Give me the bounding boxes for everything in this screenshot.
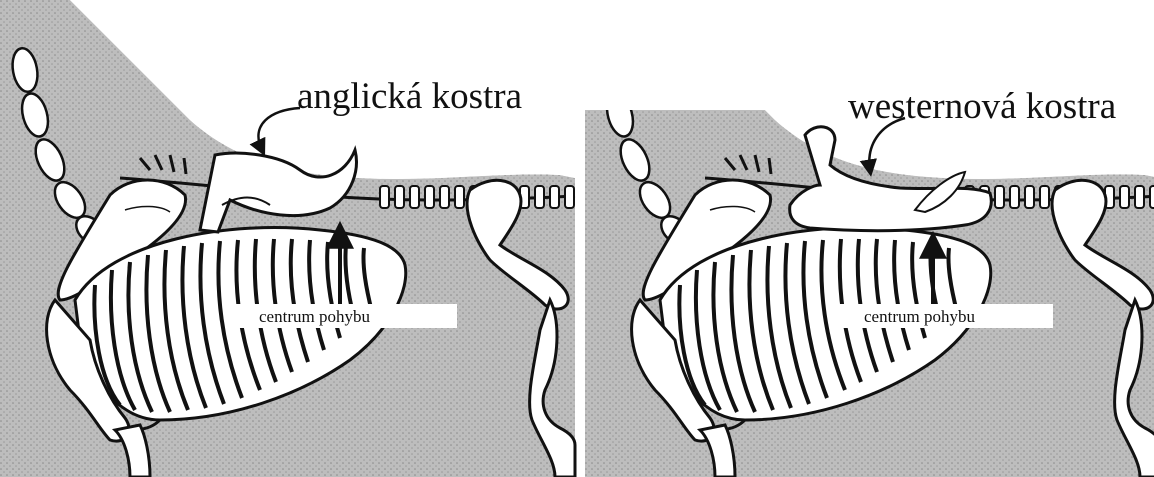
- panel-title: westernová kostra: [848, 86, 1116, 127]
- panel-english: centrum pohybu anglická kostra: [0, 0, 575, 477]
- center-of-motion-label: centrum pohybu: [259, 307, 370, 326]
- center-of-motion-label: centrum pohybu: [864, 307, 975, 326]
- horse-skeleton-illustration: [0, 0, 575, 477]
- panel-western: centrum pohybu westernová kostra: [585, 0, 1154, 477]
- panel-title: anglická kostra: [297, 76, 522, 117]
- horse-skeleton-illustration: [585, 0, 1154, 477]
